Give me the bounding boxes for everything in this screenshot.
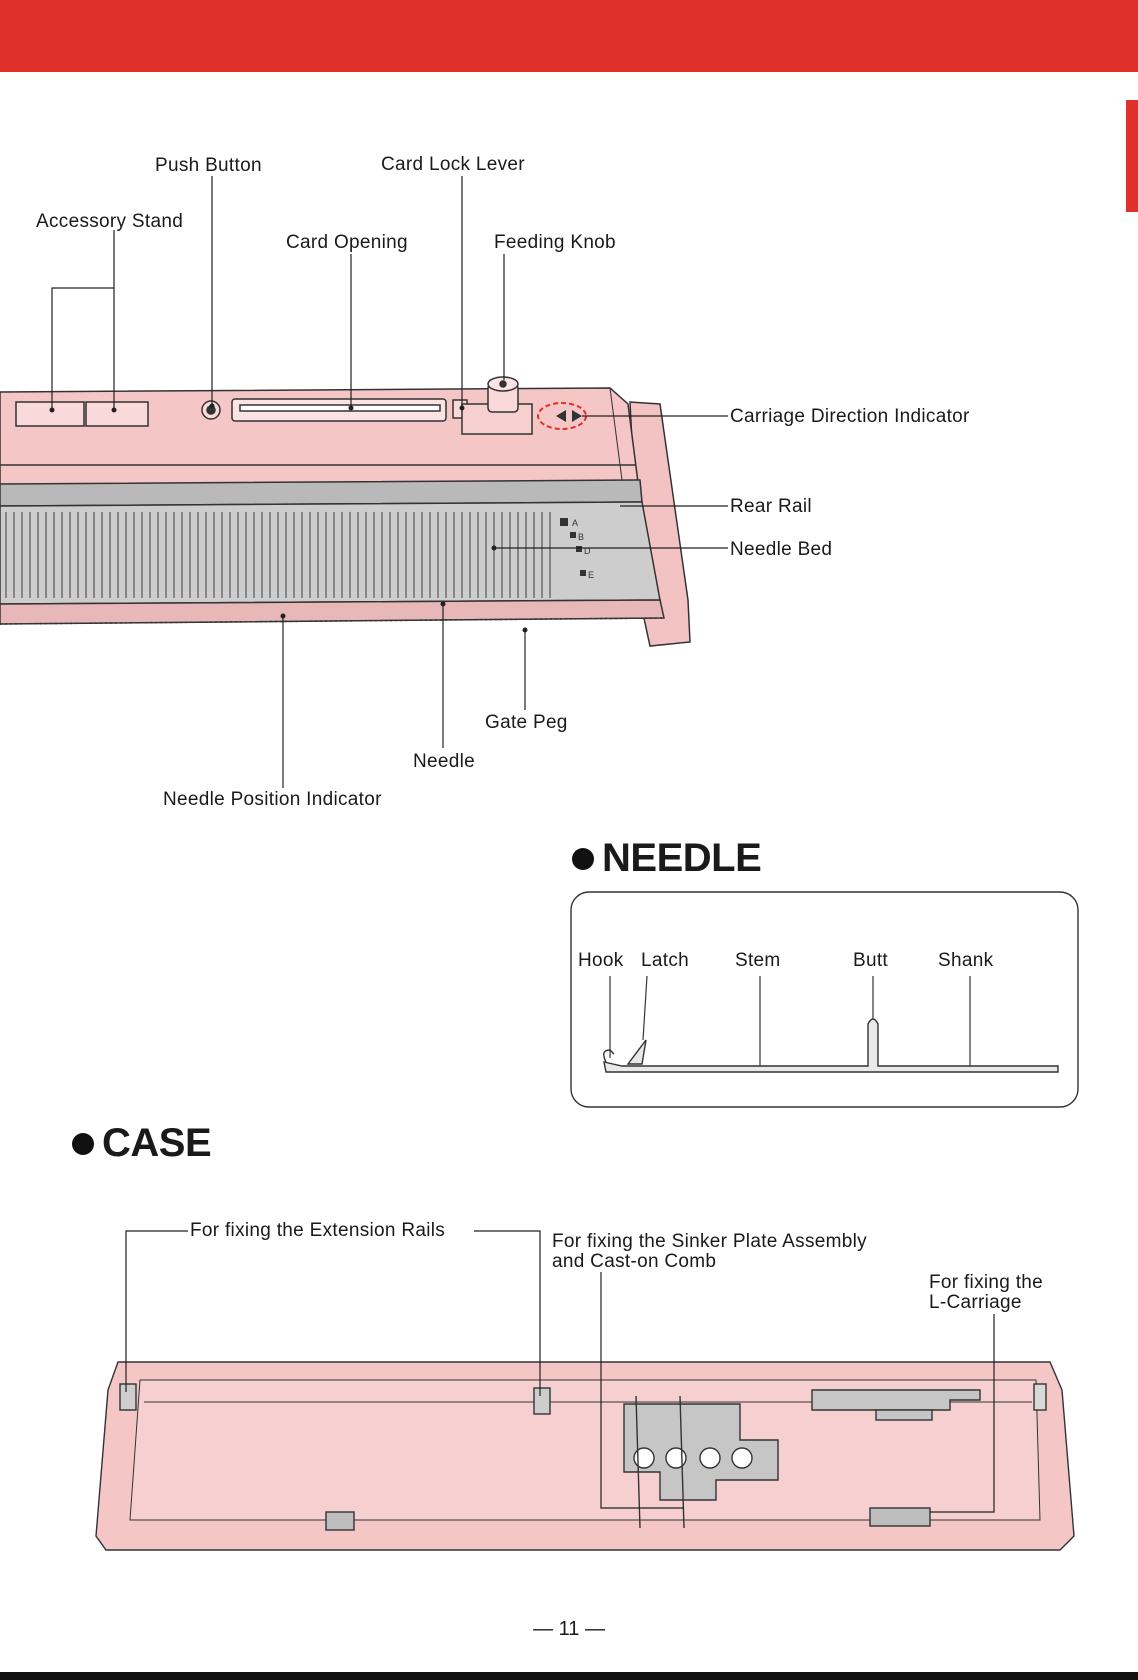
label-needle: Needle (413, 751, 476, 772)
label-needle-bed: Needle Bed (730, 539, 833, 560)
label-l-carriage-line1: For fixing the (929, 1272, 1044, 1293)
bullet-icon (72, 1132, 94, 1155)
needle-heading-text: NEEDLE (602, 836, 762, 880)
svg-text:D: D (584, 546, 591, 556)
needle-diagram (570, 891, 1079, 1108)
svg-text:A: A (572, 518, 578, 528)
label-hook: Hook (578, 950, 624, 971)
knitting-machine-illustration: A B D E (0, 376, 691, 647)
label-accessory-stand: Accessory Stand (36, 211, 184, 232)
label-butt: Butt (853, 950, 888, 971)
header-color-band (0, 0, 1138, 72)
label-extension-rails: For fixing the Extension Rails (190, 1220, 446, 1241)
label-stem: Stem (735, 950, 781, 971)
label-rear-rail: Rear Rail (730, 496, 812, 517)
label-l-carriage-line2: L-Carriage (929, 1292, 1022, 1313)
label-shank: Shank (938, 950, 994, 971)
bullet-icon (572, 847, 594, 870)
label-sinker-plate-line2: and Cast-on Comb (552, 1251, 717, 1272)
label-latch: Latch (641, 950, 689, 971)
page-number: — 11 — (533, 1618, 605, 1640)
label-gate-peg: Gate Peg (485, 712, 568, 733)
chapter-tab (1126, 100, 1138, 212)
svg-text:B: B (578, 532, 584, 542)
label-feeding-knob: Feeding Knob (494, 232, 616, 253)
case-heading-text: CASE (102, 1121, 212, 1165)
label-needle-position-indicator: Needle Position Indicator (163, 789, 382, 810)
label-carriage-direction-indicator: Carriage Direction Indicator (730, 406, 970, 427)
case-heading: CASE (72, 1121, 212, 1166)
case-illustration (95, 1361, 1075, 1551)
needle-heading: NEEDLE (572, 836, 762, 881)
label-sinker-plate-line1: For fixing the Sinker Plate Assembly (552, 1231, 867, 1252)
footer-band (0, 1672, 1138, 1680)
label-card-lock-lever: Card Lock Lever (381, 154, 525, 175)
case-leader-lines (125, 1230, 995, 1513)
label-push-button: Push Button (155, 155, 262, 176)
machine-leader-lines (51, 176, 728, 788)
label-card-opening: Card Opening (286, 232, 408, 253)
svg-text:E: E (588, 570, 594, 580)
